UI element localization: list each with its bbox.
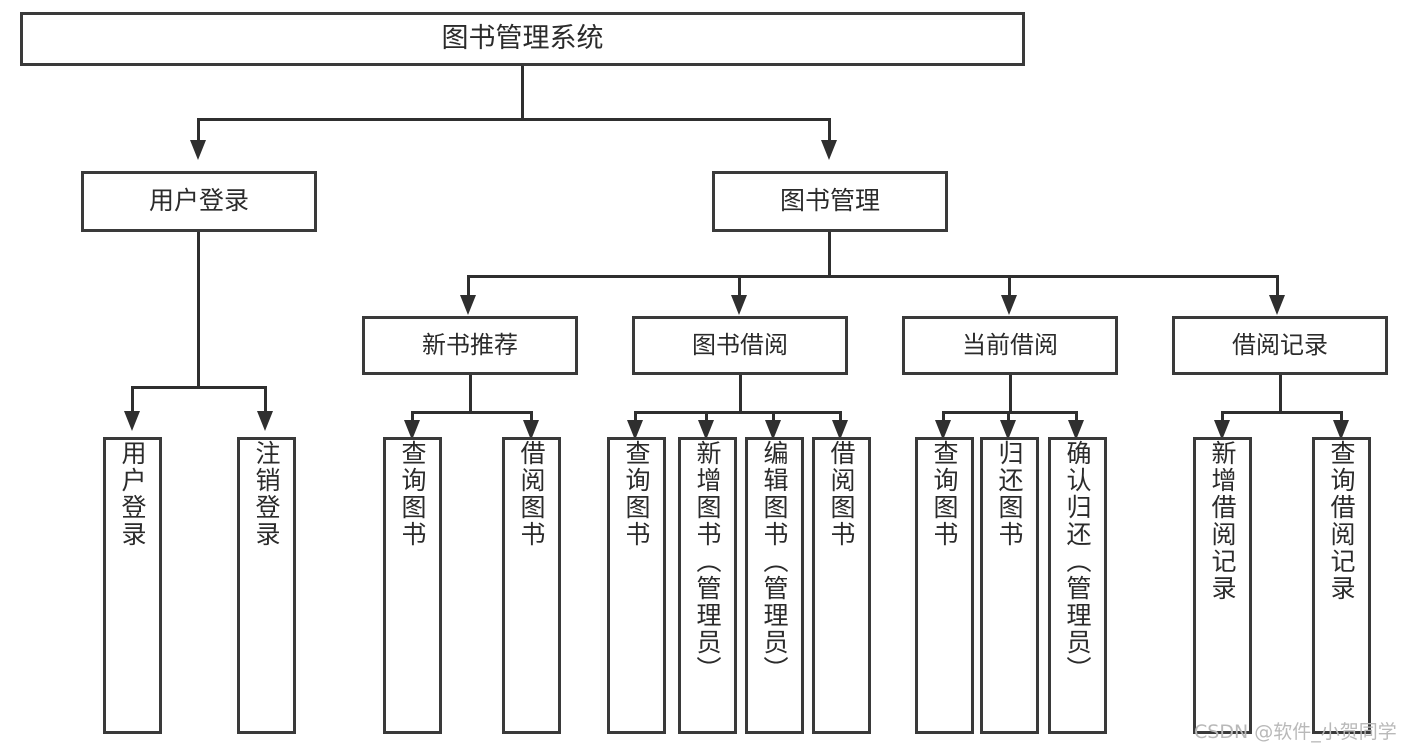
connector-level3-drop-3 bbox=[1008, 275, 1011, 297]
connector-user-login-bus bbox=[131, 386, 267, 389]
connector-new-book-bus bbox=[411, 411, 533, 414]
node-current-borrow[interactable]: 当前借阅 bbox=[902, 316, 1118, 375]
leaf-current-borrow-0[interactable]: 查询图书 bbox=[915, 437, 974, 734]
arrowhead-current-borrow-leaf-1 bbox=[935, 420, 951, 440]
node-label: 图书管理 bbox=[779, 186, 880, 216]
node-new-book-recommend[interactable]: 新书推荐 bbox=[362, 316, 578, 375]
arrowhead-to-borrow-records bbox=[1269, 295, 1285, 315]
connector-book-borrow-drop-4 bbox=[839, 411, 842, 423]
connector-user-login-drop-2 bbox=[264, 386, 267, 411]
arrowhead-book-borrow-leaf-4 bbox=[832, 420, 848, 440]
leaf-book-borrow-0[interactable]: 查询图书 bbox=[607, 437, 666, 734]
connector-book-management-stem bbox=[828, 232, 831, 276]
arrowhead-borrow-records-leaf-2 bbox=[1333, 420, 1349, 440]
watermark-text: CSDN @软件_小贺同学 bbox=[1194, 721, 1397, 743]
connector-level3-drop-2 bbox=[738, 275, 741, 297]
leaf-borrow-records-1[interactable]: 查询借阅记录 bbox=[1312, 437, 1371, 734]
leaf-current-borrow-2[interactable]: 确认归还（管理员） bbox=[1048, 437, 1107, 734]
connector-new-book-drop-1 bbox=[411, 411, 414, 423]
arrowhead-to-book-management bbox=[821, 140, 837, 160]
leaf-new-book-recommend-0[interactable]: 查询图书 bbox=[383, 437, 442, 734]
connector-user-login-drop-1 bbox=[131, 386, 134, 411]
connector-new-book-stem bbox=[469, 375, 472, 412]
leaf-current-borrow-1[interactable]: 归还图书 bbox=[980, 437, 1039, 734]
node-borrow-records[interactable]: 借阅记录 bbox=[1172, 316, 1388, 375]
leaf-user-login-1[interactable]: 注销登录 bbox=[237, 437, 296, 734]
node-label: 查询图书 bbox=[398, 440, 427, 548]
connector-level3-drop-4 bbox=[1276, 275, 1279, 297]
connector-borrow-records-stem bbox=[1279, 375, 1282, 412]
node-label: 新书推荐 bbox=[422, 330, 518, 359]
connector-root-stem bbox=[521, 66, 524, 119]
connector-new-book-drop-2 bbox=[530, 411, 533, 423]
leaf-new-book-recommend-1[interactable]: 借阅图书 bbox=[502, 437, 561, 734]
connector-book-borrow-drop-3 bbox=[772, 411, 775, 423]
arrowhead-new-book-leaf-2 bbox=[523, 420, 539, 440]
node-label: 注销登录 bbox=[252, 440, 281, 548]
node-label: 借阅图书 bbox=[827, 440, 856, 548]
connector-current-borrow-drop-1 bbox=[942, 411, 945, 423]
connector-current-borrow-bus bbox=[942, 411, 1078, 414]
connector-level3-bus bbox=[467, 275, 1279, 278]
node-user-login[interactable]: 用户登录 bbox=[81, 171, 317, 232]
arrowhead-user-login-leaf-2 bbox=[257, 411, 273, 431]
node-label: 图书借阅 bbox=[692, 330, 788, 359]
connector-borrow-records-bus bbox=[1221, 411, 1343, 414]
leaf-book-borrow-1[interactable]: 新增图书（管理员） bbox=[678, 437, 737, 734]
node-label: 归还图书 bbox=[995, 440, 1024, 548]
arrowhead-book-borrow-leaf-2 bbox=[698, 420, 714, 440]
node-label: 查询借阅记录 bbox=[1327, 440, 1356, 602]
arrowhead-to-user-login bbox=[190, 140, 206, 160]
arrowhead-book-borrow-leaf-1 bbox=[627, 420, 643, 440]
connector-book-borrow-bus bbox=[634, 411, 842, 414]
connector-current-borrow-drop-3 bbox=[1075, 411, 1078, 423]
connector-borrow-records-drop-1 bbox=[1221, 411, 1224, 423]
node-label: 借阅图书 bbox=[517, 440, 546, 548]
node-root-system[interactable]: 图书管理系统 bbox=[20, 12, 1025, 66]
leaf-user-login-0[interactable]: 用户登录 bbox=[103, 437, 162, 734]
node-label: 编辑图书（管理员） bbox=[760, 440, 789, 683]
leaf-borrow-records-0[interactable]: 新增借阅记录 bbox=[1193, 437, 1252, 734]
connector-book-borrow-stem bbox=[739, 375, 742, 412]
node-label: 查询图书 bbox=[930, 440, 959, 548]
leaf-book-borrow-2[interactable]: 编辑图书（管理员） bbox=[745, 437, 804, 734]
arrowhead-to-new-book-recommend bbox=[460, 295, 476, 315]
connector-root-drop-right bbox=[828, 118, 831, 140]
arrowhead-current-borrow-leaf-2 bbox=[1000, 420, 1016, 440]
node-label: 新增借阅记录 bbox=[1208, 440, 1237, 602]
node-label: 用户登录 bbox=[148, 186, 249, 216]
arrowhead-current-borrow-leaf-3 bbox=[1068, 420, 1084, 440]
connector-user-login-stem bbox=[197, 232, 200, 387]
connector-level3-drop-1 bbox=[467, 275, 470, 297]
arrowhead-new-book-leaf-1 bbox=[404, 420, 420, 440]
connector-root-bus bbox=[197, 118, 831, 121]
node-label: 新增图书（管理员） bbox=[693, 440, 722, 683]
arrowhead-to-current-borrow bbox=[1001, 295, 1017, 315]
node-label: 图书管理系统 bbox=[441, 22, 604, 54]
connector-book-borrow-drop-2 bbox=[705, 411, 708, 423]
arrowhead-book-borrow-leaf-3 bbox=[765, 420, 781, 440]
arrowhead-user-login-leaf-1 bbox=[124, 411, 140, 431]
node-label: 借阅记录 bbox=[1232, 330, 1328, 359]
connector-root-drop-left bbox=[197, 118, 200, 140]
node-label: 查询图书 bbox=[622, 440, 651, 548]
connector-book-borrow-drop-1 bbox=[634, 411, 637, 423]
node-label: 确认归还（管理员） bbox=[1063, 440, 1092, 683]
arrowhead-to-book-borrow bbox=[731, 295, 747, 315]
leaf-book-borrow-3[interactable]: 借阅图书 bbox=[812, 437, 871, 734]
node-book-borrow[interactable]: 图书借阅 bbox=[632, 316, 848, 375]
connector-current-borrow-drop-2 bbox=[1007, 411, 1010, 423]
node-label: 当前借阅 bbox=[962, 330, 1058, 359]
arrowhead-borrow-records-leaf-1 bbox=[1214, 420, 1230, 440]
node-book-management[interactable]: 图书管理 bbox=[712, 171, 948, 232]
node-label: 用户登录 bbox=[118, 440, 147, 548]
connector-borrow-records-drop-2 bbox=[1340, 411, 1343, 423]
connector-current-borrow-stem bbox=[1009, 375, 1012, 412]
